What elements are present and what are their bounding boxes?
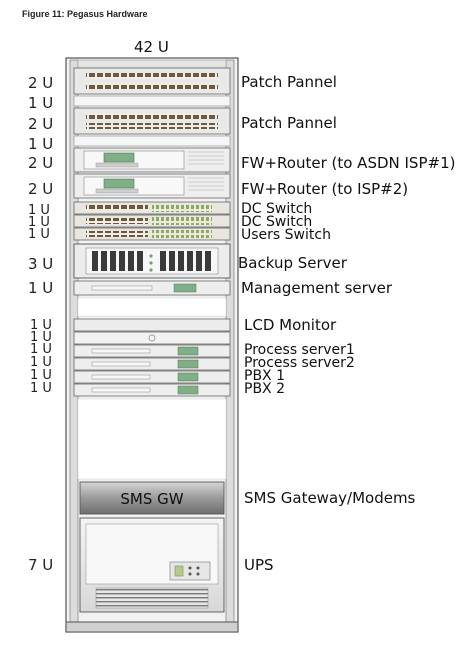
u-label-lcd-monitor: 1 U xyxy=(30,318,52,333)
device-label-dc-switch-1: DC Switch xyxy=(241,201,313,217)
sms-gateway-unit-text: SMS GW xyxy=(120,490,183,508)
blank-panel-1 xyxy=(73,95,231,107)
device-label-backup-server: Backup Server xyxy=(238,254,347,272)
u-label-process-server-2: 1 U xyxy=(30,355,52,370)
blank-panel-2 xyxy=(73,135,231,147)
ups-unit xyxy=(79,517,225,613)
process-server-1 xyxy=(73,344,231,358)
u-label-spacer-1: 1 U xyxy=(28,94,54,112)
process-server-2 xyxy=(73,357,231,371)
device-label-lcd-monitor: LCD Monitor xyxy=(244,316,337,334)
rack-size-title: 42 U xyxy=(134,38,169,56)
device-label-dc-switch-2: DC Switch xyxy=(241,214,313,230)
fw-router-1 xyxy=(73,147,231,173)
users-switch xyxy=(73,227,231,241)
u-label-pbx-1: 1 U xyxy=(30,368,52,383)
dc-switch-1 xyxy=(73,201,231,215)
device-label-patch-panel-1: Patch Pannel xyxy=(241,73,337,91)
patch-panel-2 xyxy=(73,107,231,135)
device-label-management-server: Management server xyxy=(241,279,393,297)
device-label-sms-gateway: SMS Gateway/Modems xyxy=(244,489,416,507)
u-label-backup-server: 3 U xyxy=(28,255,54,273)
sms-gateway-unit: SMS GW xyxy=(79,481,225,515)
u-label-spacer-2: 1 U xyxy=(28,135,54,153)
u-label-lcd-spacer: 1 U xyxy=(30,330,52,345)
dc-switch-2 xyxy=(73,214,231,228)
u-label-management-server: 1 U xyxy=(28,279,54,297)
u-label-process-server-1: 1 U xyxy=(30,342,52,357)
device-label-ups: UPS xyxy=(244,556,274,574)
device-label-fw-router-2: FW+Router (to ISP#2) xyxy=(241,180,409,198)
device-label-users-switch: Users Switch xyxy=(241,227,331,243)
figure-caption: Figure 11: Pegasus Hardware xyxy=(22,9,148,19)
u-label-pbx-2: 1 U xyxy=(30,381,52,396)
device-label-process-server-2: Process server2 xyxy=(244,355,355,371)
empty-rack-space-1 xyxy=(77,297,227,317)
backup-server xyxy=(73,243,231,279)
device-label-fw-router-1: FW+Router (to ASDN ISP#1) xyxy=(241,154,456,172)
management-server xyxy=(73,280,231,296)
u-label-fw-router-2: 2 U xyxy=(28,180,54,198)
u-label-ups: 7 U xyxy=(28,556,54,574)
lcd-monitor xyxy=(73,318,231,345)
empty-rack-space-2 xyxy=(77,398,227,480)
device-label-pbx-2: PBX 2 xyxy=(244,381,285,397)
device-label-patch-panel-2: Patch Pannel xyxy=(241,114,337,132)
patch-panel-1 xyxy=(73,67,231,95)
device-label-process-server-1: Process server1 xyxy=(244,342,355,358)
u-label-patch-panel-1: 2 U xyxy=(28,74,54,92)
u-label-dc-switch-2: 1 U xyxy=(28,215,50,230)
u-label-users-switch: 1 U xyxy=(28,227,50,242)
device-label-pbx-1: PBX 1 xyxy=(244,368,285,384)
pbx-1 xyxy=(73,370,231,384)
u-label-fw-router-1: 2 U xyxy=(28,154,54,172)
pbx-2 xyxy=(73,383,231,397)
u-label-dc-switch-1: 1 U xyxy=(28,203,50,218)
fw-router-2 xyxy=(73,173,231,199)
u-label-patch-panel-2: 2 U xyxy=(28,115,54,133)
